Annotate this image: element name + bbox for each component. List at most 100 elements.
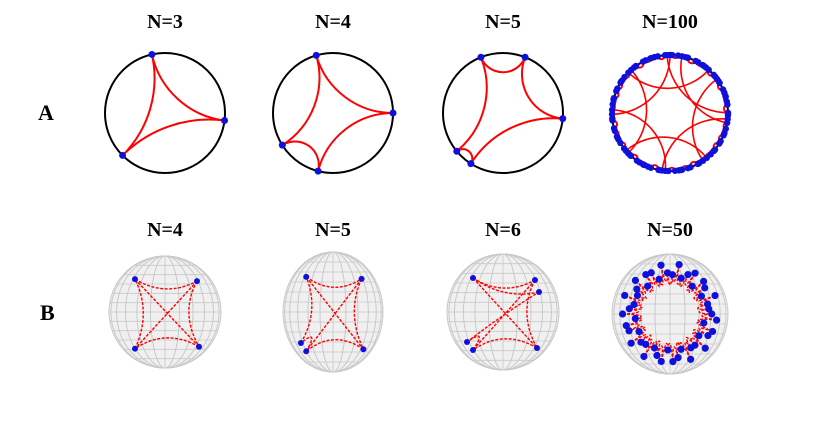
boundary-point	[559, 115, 567, 123]
sphere-geodesic	[300, 276, 313, 344]
disk-boundary	[442, 52, 564, 174]
sphere-geodesic	[626, 317, 643, 327]
sphere-point-group	[132, 276, 202, 352]
sphere-point	[536, 289, 542, 295]
boundary-point	[679, 166, 686, 173]
point-group	[608, 51, 732, 175]
sphere-point	[470, 347, 476, 353]
sphere-point	[677, 345, 685, 353]
panel-title-a1: N=3	[147, 11, 183, 33]
panel-title-a3: N=5	[485, 11, 521, 33]
sphere-point	[674, 354, 682, 362]
disk-panel-n5	[442, 52, 567, 174]
sphere-point	[675, 260, 683, 269]
sphere-point	[653, 351, 661, 360]
sphere-point	[677, 274, 685, 282]
sphere-point	[625, 305, 633, 313]
sphere-point	[360, 346, 367, 353]
sphere-geodesic	[650, 272, 661, 288]
sphere-geodesic	[526, 279, 538, 349]
sphere-geodesic	[684, 272, 696, 286]
boundary-point	[610, 96, 617, 103]
sphere-point	[687, 344, 695, 352]
geodesic-arc	[680, 56, 728, 124]
boundary-point	[665, 167, 672, 175]
sphere-point	[194, 278, 200, 285]
sphere-point	[132, 345, 138, 352]
sphere-point-group	[464, 275, 542, 353]
sphere-point	[621, 291, 629, 300]
geodesic-arc	[121, 54, 156, 157]
sphere-panel-n5	[282, 251, 384, 373]
sphere-diagonal	[472, 277, 538, 349]
sphere-point	[700, 319, 708, 327]
point-group	[119, 50, 229, 159]
sphere-point	[688, 282, 696, 290]
panel-title-a4: N=100	[642, 11, 698, 33]
sphere-diagonal	[134, 278, 200, 348]
sphere-geodesics	[134, 278, 200, 350]
sphere-point	[303, 273, 310, 280]
sphere-diagonal	[472, 279, 536, 351]
boundary-point	[119, 151, 127, 159]
panel-title-b4: N=50	[647, 219, 693, 241]
sphere-geodesic	[645, 272, 656, 286]
sphere-geodesic	[134, 278, 144, 349]
geodesic-arc	[627, 69, 710, 90]
sphere-point	[196, 343, 202, 350]
geodesic-arc	[691, 78, 718, 162]
sphere-geodesic	[698, 327, 713, 337]
sphere-point	[650, 344, 659, 352]
geodesic-arc	[317, 112, 394, 172]
sphere-panel-n6	[446, 253, 560, 371]
boundary-point	[717, 138, 724, 145]
sphere-panel-n4	[108, 255, 222, 369]
sphere-point	[303, 348, 310, 355]
sphere-point-group	[618, 260, 721, 366]
boundary-point	[625, 69, 632, 76]
panel-title-b1: N=4	[147, 219, 183, 241]
geodesic-arc	[520, 56, 563, 120]
geodesic-arc	[456, 56, 488, 153]
sphere-point	[701, 284, 709, 292]
sphere-point	[132, 276, 138, 283]
boundary-point	[453, 147, 461, 155]
sphere-geodesic	[672, 346, 679, 362]
sphere-point	[701, 344, 709, 352]
sphere-point	[695, 332, 703, 340]
disk-panel-n100	[608, 51, 732, 175]
boundary-point	[724, 110, 732, 117]
geodesic-arc	[470, 117, 563, 165]
sphere-geodesic	[305, 276, 362, 288]
disk-boundary	[104, 52, 226, 174]
sphere-point	[631, 276, 640, 284]
sphere-point	[532, 277, 538, 283]
boundary-point	[521, 53, 529, 61]
boundary-point	[148, 50, 156, 58]
disk-boundary	[272, 52, 394, 174]
disk-panel-n4	[272, 51, 397, 175]
sphere-point	[534, 345, 540, 351]
sphere-mesh	[283, 251, 383, 373]
sphere-point	[664, 346, 672, 354]
sphere-point	[633, 291, 642, 300]
geodesic-arc	[479, 56, 527, 74]
sphere-geodesic	[300, 336, 313, 352]
sphere-point	[684, 270, 692, 279]
boundary-point	[312, 51, 320, 59]
sphere-point	[697, 292, 706, 300]
boundary-point	[613, 87, 620, 95]
sphere-point	[647, 269, 655, 277]
boundary-point	[477, 53, 485, 61]
sphere-point	[464, 339, 470, 345]
boundary-point	[692, 57, 699, 65]
geodesic-arc	[150, 54, 225, 122]
sphere-point	[358, 275, 365, 282]
row-label-b: B	[40, 300, 55, 325]
sphere-geodesic	[188, 280, 200, 348]
sphere-point	[687, 355, 695, 363]
sphere-point	[644, 282, 652, 290]
sphere-point	[470, 275, 476, 281]
boundary-point	[719, 86, 727, 93]
sphere-point	[637, 338, 645, 346]
